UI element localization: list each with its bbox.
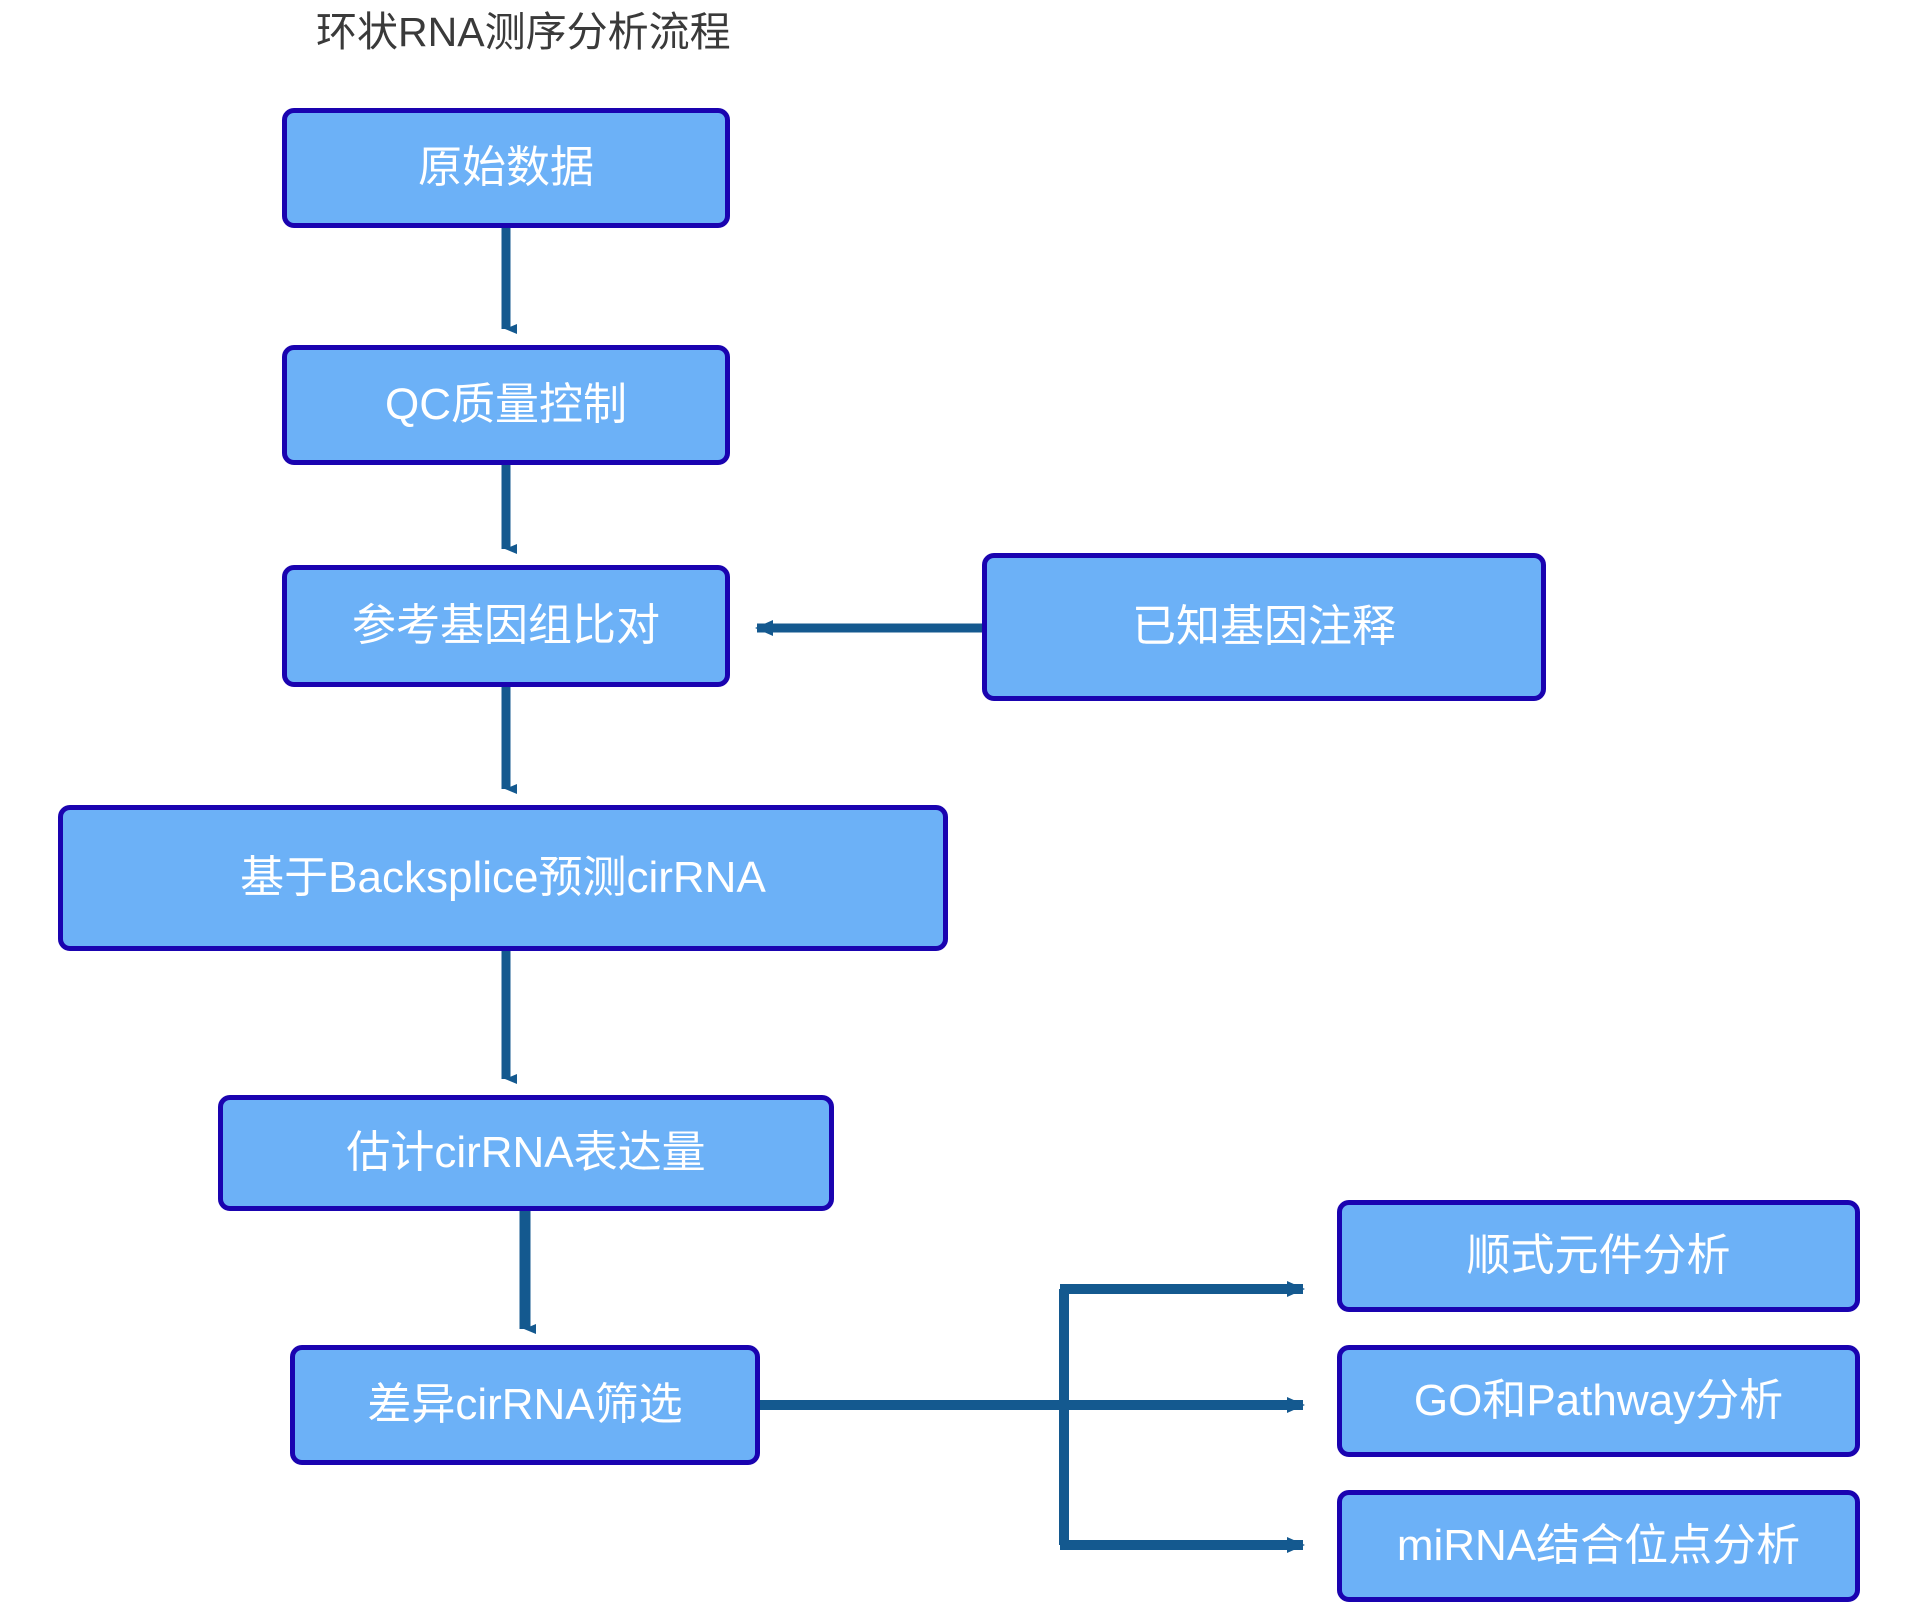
node-genome-align-label: 参考基因组比对 xyxy=(352,600,660,650)
node-go-pathway-analysis[interactable]: GO和Pathway分析 xyxy=(1337,1345,1860,1457)
node-differential-screen[interactable]: 差异cirRNA筛选 xyxy=(290,1345,760,1465)
node-raw-data[interactable]: 原始数据 xyxy=(282,108,730,228)
node-estimate-expression-label: 估计cirRNA表达量 xyxy=(346,1127,706,1177)
node-go-pathway-analysis-label: GO和Pathway分析 xyxy=(1413,1375,1784,1425)
node-backsplice-predict-label: 基于Backsplice预测cirRNA xyxy=(240,852,766,902)
connector-differential-branch-trunk xyxy=(760,1289,1069,1545)
node-known-gene-annotation[interactable]: 已知基因注释 xyxy=(982,553,1546,701)
node-estimate-expression[interactable]: 估计cirRNA表达量 xyxy=(218,1095,834,1211)
node-differential-screen-label: 差异cirRNA筛选 xyxy=(367,1379,683,1429)
node-raw-data-label: 原始数据 xyxy=(418,142,594,192)
node-known-gene-annotation-label: 已知基因注释 xyxy=(1132,601,1396,651)
node-mirna-binding-analysis[interactable]: miRNA结合位点分析 xyxy=(1337,1490,1860,1602)
page-title: 环状RNA测序分析流程 xyxy=(316,9,731,55)
node-genome-align[interactable]: 参考基因组比对 xyxy=(282,565,730,687)
node-cis-element-analysis-label: 顺式元件分析 xyxy=(1466,1230,1731,1280)
node-mirna-binding-analysis-label: miRNA结合位点分析 xyxy=(1396,1520,1801,1570)
node-cis-element-analysis[interactable]: 顺式元件分析 xyxy=(1337,1200,1860,1312)
node-qc[interactable]: QC质量控制 xyxy=(282,345,730,465)
node-qc-label: QC质量控制 xyxy=(385,379,627,429)
node-backsplice-predict[interactable]: 基于Backsplice预测cirRNA xyxy=(58,805,948,951)
